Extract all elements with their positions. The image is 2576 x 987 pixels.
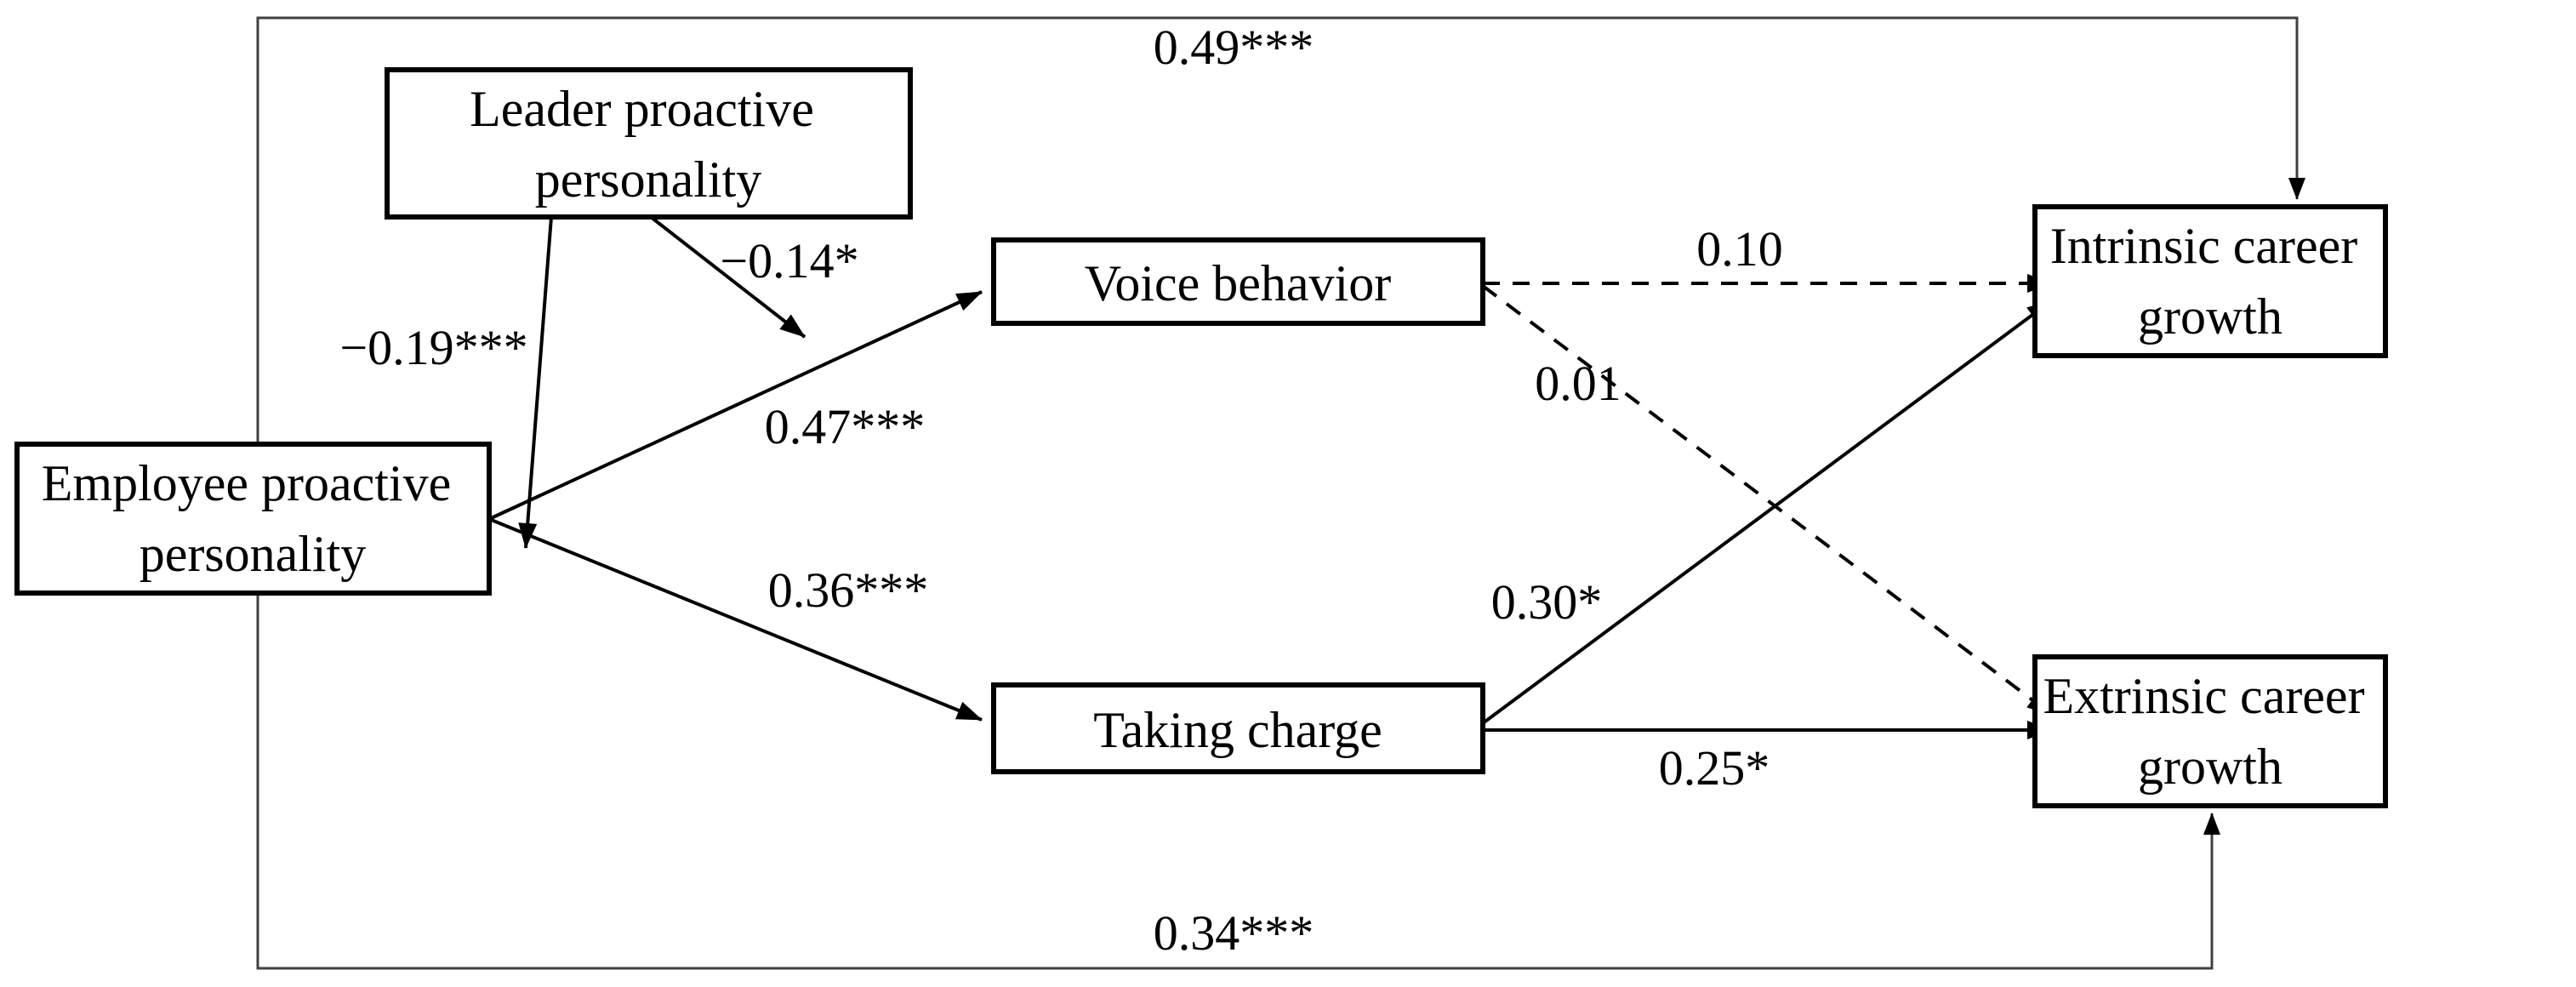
path-direct-employee-extrinsic-line bbox=[256, 519, 2220, 970]
node-voice-behavior-box bbox=[991, 237, 1485, 326]
node-voice-behavior-label: Voice behavior bbox=[1085, 255, 1391, 311]
coef-taking-extrinsic: 0.25* bbox=[1659, 740, 1770, 796]
coef-employee-taking: 0.36*** bbox=[768, 562, 929, 618]
node-intrinsic-career-growth: Intrinsic career growth bbox=[2032, 204, 2388, 358]
coef-leader-moderation-voice: −0.14* bbox=[720, 233, 858, 288]
node-taking-charge-label: Taking charge bbox=[1093, 702, 1382, 758]
path-taking-intrinsic-line bbox=[1481, 299, 2054, 725]
node-intrinsic-career-growth-label: Intrinsic career growth bbox=[2050, 218, 2370, 345]
node-voice-behavior: Voice behavior bbox=[991, 237, 1485, 326]
node-taking-charge: Taking charge bbox=[991, 682, 1485, 774]
coef-taking-intrinsic: 0.30* bbox=[1491, 574, 1603, 630]
path-employee-voice-line bbox=[488, 290, 983, 521]
coef-voice-intrinsic: 0.10 bbox=[1696, 221, 1783, 277]
path-leader-moderation-taking-line bbox=[518, 216, 553, 549]
node-extrinsic-career-growth-label: Extrinsic career growth bbox=[2043, 668, 2377, 795]
node-taking-charge-box bbox=[991, 682, 1485, 774]
path-voice-extrinsic-line bbox=[1481, 284, 2054, 716]
node-employee: Employee proactive personality bbox=[14, 442, 492, 596]
coef-employee-extrinsic-direct: 0.34*** bbox=[1154, 905, 1314, 961]
coef-leader-moderation-taking: −0.19*** bbox=[339, 320, 527, 375]
coef-voice-extrinsic: 0.01 bbox=[1535, 356, 1621, 411]
node-employee-box bbox=[14, 442, 492, 596]
coef-employee-voice: 0.47*** bbox=[765, 399, 926, 454]
node-employee-label: Employee proactive personality bbox=[42, 455, 464, 582]
node-extrinsic-career-growth-box bbox=[2032, 654, 2388, 808]
path-employee-taking-line bbox=[488, 517, 983, 722]
node-leader-label: Leader proactive personality bbox=[470, 81, 827, 208]
path-direct-employee-intrinsic-line bbox=[256, 16, 2305, 519]
node-leader-box bbox=[385, 67, 913, 220]
coef-employee-intrinsic-direct: 0.49*** bbox=[1154, 20, 1314, 75]
node-leader: Leader proactive personality bbox=[385, 67, 913, 220]
node-extrinsic-career-growth: Extrinsic career growth bbox=[2032, 654, 2388, 808]
node-intrinsic-career-growth-box bbox=[2032, 204, 2388, 358]
path-leader-moderation-voice-line bbox=[649, 215, 806, 339]
